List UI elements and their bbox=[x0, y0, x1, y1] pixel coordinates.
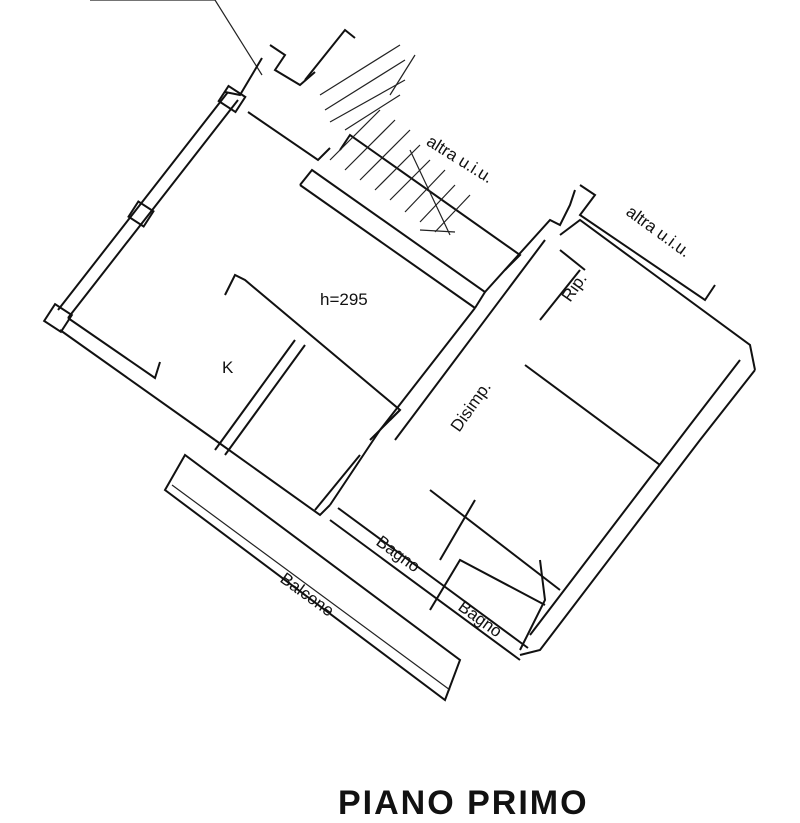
floor-plan-drawing bbox=[42, 0, 756, 702]
ceiling-height-label: h=295 bbox=[320, 290, 368, 309]
floor-title: PIANO PRIMO bbox=[338, 784, 589, 822]
balcony-outline bbox=[163, 453, 462, 702]
staircase bbox=[304, 28, 522, 271]
outer-walls bbox=[42, 44, 756, 661]
interior-walls bbox=[214, 273, 402, 511]
leader-line-diagonal bbox=[214, 0, 263, 76]
balcony-railing bbox=[171, 484, 451, 691]
kitchen-label: K bbox=[222, 358, 234, 377]
